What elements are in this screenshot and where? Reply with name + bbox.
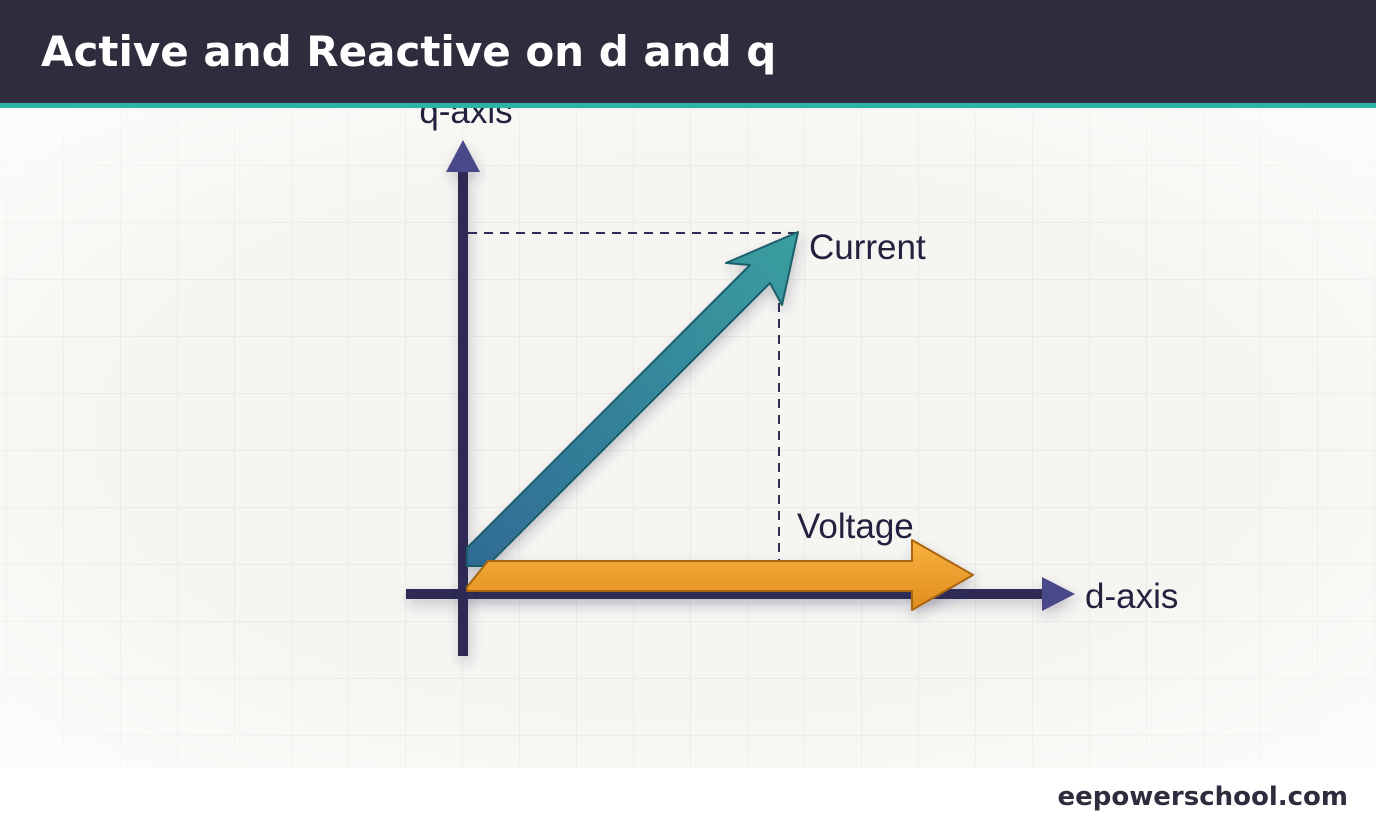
header-bar: Active and Reactive on d and q: [0, 0, 1376, 103]
voltage-vector-arrow: [466, 539, 974, 611]
header-accent-line: [0, 103, 1376, 108]
voltage-label: Voltage: [797, 507, 914, 546]
dq-diagram-svg: q-axis Current Voltage d-axis: [0, 108, 1376, 768]
q-axis-label: q-axis: [419, 108, 512, 131]
footer: eepowerschool.com: [0, 768, 1376, 825]
current-label: Current: [809, 228, 926, 267]
d-axis-line: [406, 589, 1046, 599]
q-axis-line: [458, 170, 468, 656]
page-title: Active and Reactive on d and q: [41, 27, 777, 76]
d-axis-label: d-axis: [1085, 577, 1178, 616]
site-credit: eepowerschool.com: [1057, 782, 1349, 812]
d-axis-arrowhead: [1042, 577, 1075, 611]
d-axis: [406, 577, 1075, 611]
current-vector-arrow: [466, 231, 799, 567]
q-axis-arrowhead: [446, 140, 480, 172]
dq-diagram: q-axis Current Voltage d-axis: [0, 108, 1376, 768]
background-vignette: [0, 108, 1376, 768]
q-axis: [446, 140, 480, 656]
